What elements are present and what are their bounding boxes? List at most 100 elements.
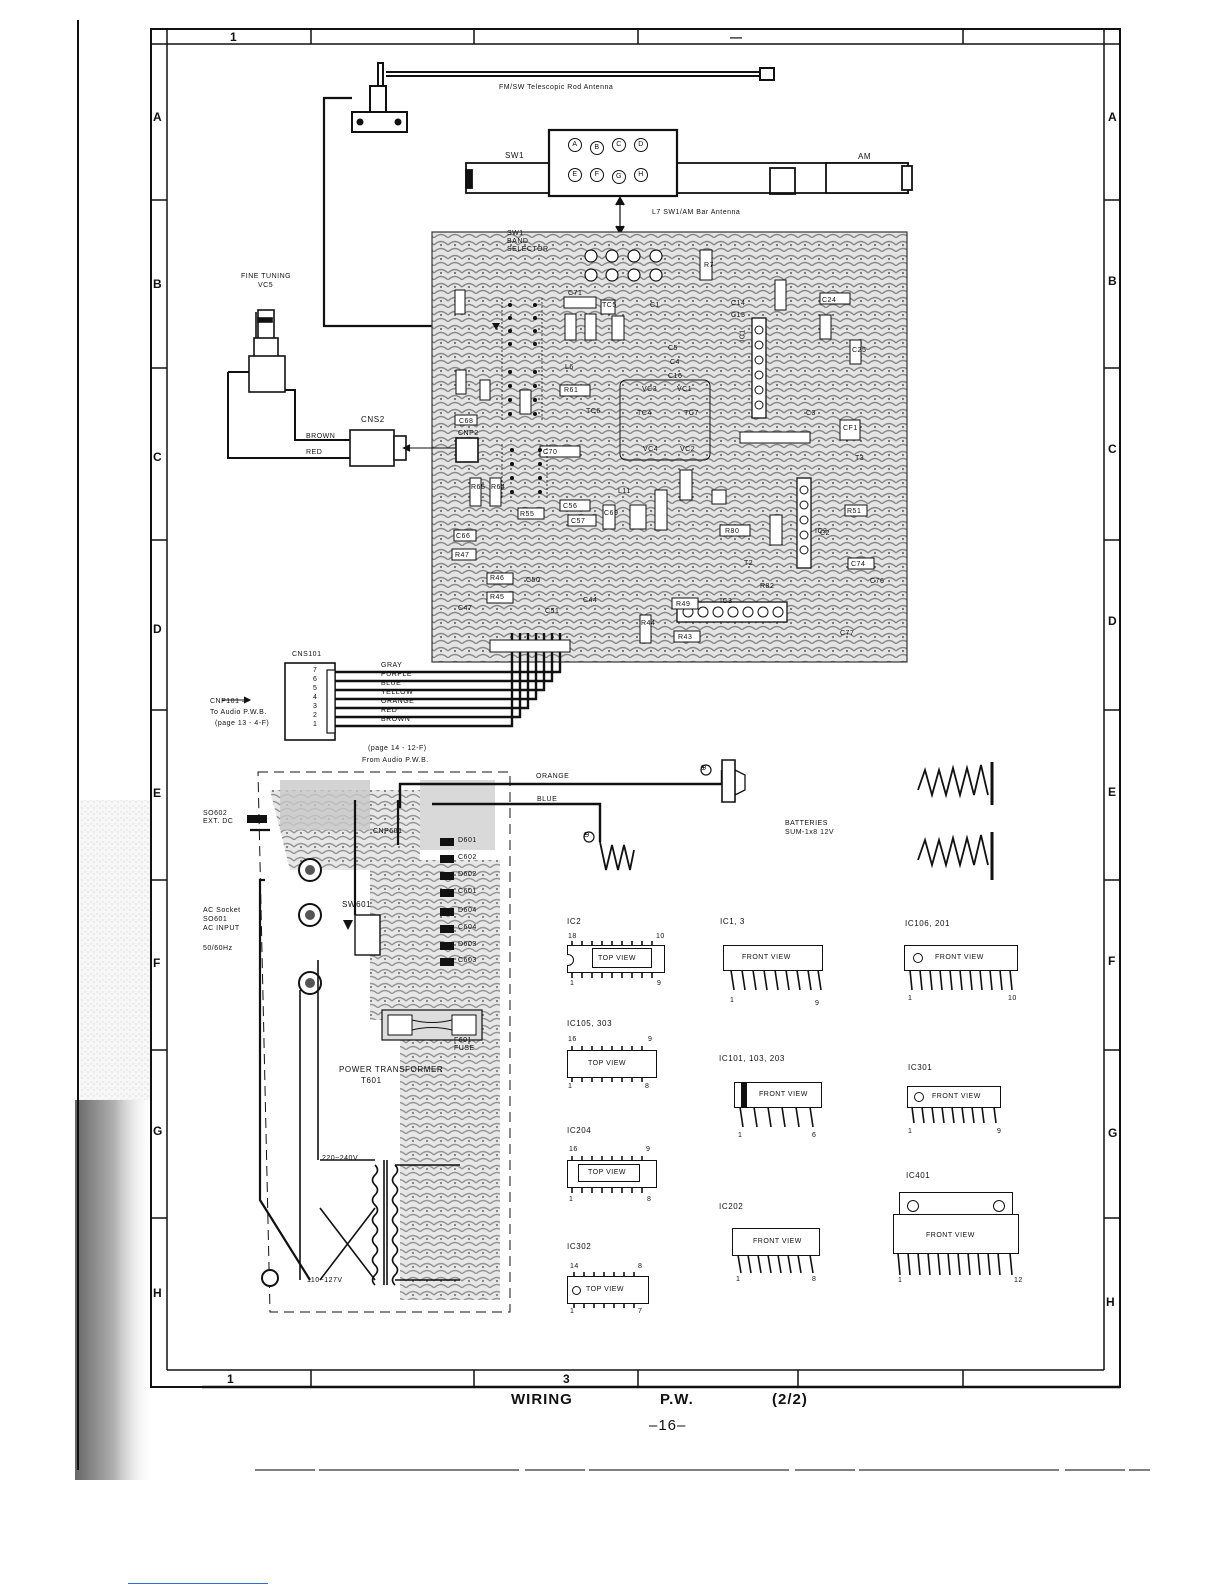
comp-c4: C4 (670, 359, 680, 366)
d604: D604 (458, 907, 477, 914)
ac-frequency-label: 50/60Hz (203, 945, 233, 952)
comp-tc4: TC4 (637, 410, 652, 417)
cnp601-label: CNP601 (373, 828, 403, 835)
ic301-view-name: IC301 (908, 1063, 933, 1072)
wire-brown: BROWN (381, 716, 411, 723)
ic202-view-name: IC202 (719, 1202, 744, 1211)
ic2-pin-top-left: 18 (568, 933, 577, 940)
sw1-label: SW1 (505, 151, 525, 160)
wire-yellow: YELLOW (381, 689, 414, 696)
comp-tc6: TC6 (586, 408, 601, 415)
comp-r61: R61 (564, 387, 579, 394)
wire-purple: PURPLE (381, 671, 413, 678)
row-label-right-b: B (1108, 274, 1117, 288)
c604: C604 (458, 924, 477, 931)
ext-dc-label: EXT. DC (203, 818, 234, 825)
vc5-label: VC5 (258, 282, 274, 289)
ic101-pin-bottom-left: 1 (738, 1132, 743, 1139)
ic1-3-view-label: FRONT VIEW (742, 954, 791, 961)
ic301-pin-bottom-left: 1 (908, 1128, 913, 1135)
comp-c44: C44 (583, 597, 598, 604)
d601: D601 (458, 837, 477, 844)
contact-a: A (568, 138, 582, 152)
selector-label-band: BAND (507, 238, 529, 245)
contact-b: B (590, 141, 604, 155)
ic1-label: IC1 (739, 329, 747, 342)
ic204-pin-top-right: 9 (646, 1146, 651, 1153)
ic105-303-view-label: TOP VIEW (588, 1060, 626, 1067)
ic204-label-box (578, 1164, 640, 1182)
ic2-package: TOP VIEW (567, 945, 665, 973)
ic105-303-pin-bottom-left: 1 (568, 1083, 573, 1090)
ic202-view-label: FRONT VIEW (753, 1238, 802, 1245)
comp-c76: C76 (870, 578, 885, 585)
ic302-view-label: TOP VIEW (586, 1286, 624, 1293)
ic301-package: FRONT VIEW (907, 1086, 1001, 1108)
comp-c5: C5 (668, 345, 678, 352)
ic105-303-pin-top-right: 9 (648, 1036, 653, 1043)
pin-6: 6 (313, 676, 318, 683)
comp-tc7: TC7 (684, 410, 699, 417)
contact-c: C (612, 138, 626, 152)
from-audio-label: From Audio P.W.B. (362, 757, 429, 764)
ic1-3-pin-bottom-right: 9 (815, 1000, 820, 1007)
footer-title-pw: P.W. (660, 1391, 694, 1408)
ic302-pin-bottom-right: 7 (638, 1308, 643, 1315)
comp-r49: R49 (676, 601, 691, 608)
ic204-pin-top-left: 16 (569, 1146, 578, 1153)
wire-red: RED (381, 707, 398, 714)
comp-c74: C74 (851, 561, 866, 568)
battery-springs (917, 762, 994, 880)
tap-high-label: 220~240V (322, 1155, 359, 1162)
row-label-right-h: H (1106, 1295, 1115, 1309)
pin-1: 1 (313, 721, 318, 728)
batteries-label: BATTERIES (785, 820, 828, 827)
f601-label: F601 (454, 1037, 472, 1044)
fine-tuning-label: FINE TUNING (241, 273, 292, 280)
comp-r43: R43 (678, 634, 693, 641)
comp-r47: R47 (455, 552, 470, 559)
d603: D603 (458, 941, 477, 948)
wire-blue: BLUE (381, 680, 402, 687)
ic2-pin-bottom-right: 9 (657, 980, 662, 987)
comp-r51: R51 (847, 508, 862, 515)
wire-orange: ORANGE (381, 698, 415, 705)
ic2-pin-top-right: 10 (656, 933, 665, 940)
ic101-103-203-view-label: FRONT VIEW (759, 1091, 808, 1098)
fine-tuning-vc5 (227, 309, 479, 467)
row-label-left-b: B (153, 277, 162, 291)
contact-h: H (634, 168, 648, 182)
ic302-package: TOP VIEW (567, 1276, 649, 1304)
comp-r46: R46 (490, 575, 505, 582)
comp-l6: L6 (565, 364, 574, 371)
comp-r44: R44 (641, 620, 656, 627)
power-transformer-label: POWER TRANSFORMER (339, 1065, 444, 1074)
ic401-view-label: FRONT VIEW (926, 1232, 975, 1239)
ic101-103-203-view-name: IC101, 103, 203 (719, 1054, 785, 1063)
comp-c2: C2 (820, 530, 830, 537)
ic2-pin-bottom-left: 1 (570, 980, 575, 987)
ic204-view-label: TOP VIEW (588, 1169, 626, 1176)
comp-t2: T2 (744, 560, 754, 567)
comp-r7: R7 (704, 262, 714, 269)
ic101-pin-bottom-right: 6 (812, 1132, 817, 1139)
comp-c57: C57 (571, 518, 586, 525)
ic2-notch (567, 954, 574, 966)
pin-3: 3 (313, 703, 318, 710)
footer-title-part: (2/2) (772, 1391, 808, 1408)
c601: C601 (458, 888, 477, 895)
comp-r64: R64 (491, 484, 506, 491)
ic401-pin-bottom-left: 1 (898, 1277, 903, 1284)
battery-plus-icon: ⊕ (700, 763, 708, 772)
batteries-spec-label: SUM-1x8 12V (785, 829, 835, 836)
comp-c50: C50 (526, 577, 541, 584)
ic2-label-box (592, 948, 652, 968)
from-page-label: (page 14 - 12-F) (368, 745, 427, 752)
ic204-pin-bottom-left: 1 (569, 1196, 574, 1203)
battery-minus-icon: ⊖ (583, 830, 591, 839)
ic105-303-pin-bottom-right: 8 (645, 1083, 650, 1090)
ic302-pin-bottom-left: 1 (570, 1308, 575, 1315)
bar-antenna-label: L7 SW1/AM Bar Antenna (652, 209, 741, 216)
contact-g: G (612, 170, 626, 184)
comp-r80: R80 (725, 528, 740, 535)
